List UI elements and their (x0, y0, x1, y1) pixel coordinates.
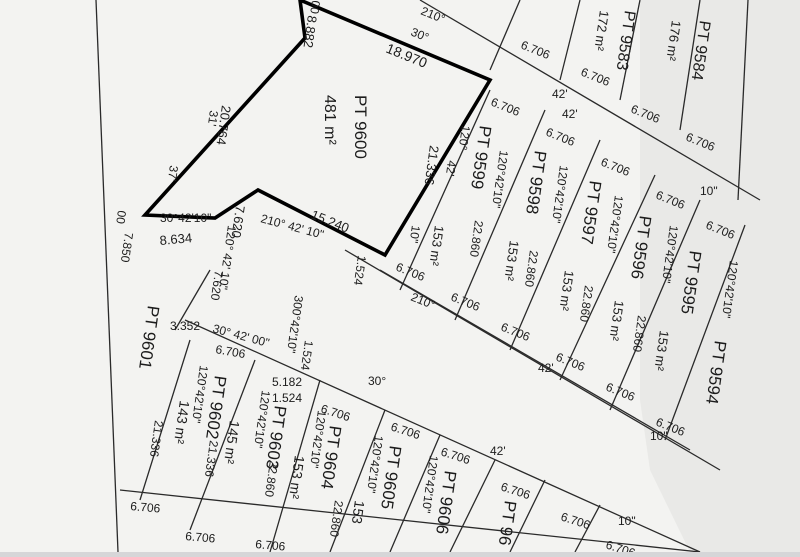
lot-9600-area: 481 m² (321, 95, 338, 145)
svg-text:22.860: 22.860 (577, 285, 596, 324)
svg-text:22.860: 22.860 (630, 315, 649, 354)
svg-text:00: 00 (113, 210, 129, 225)
lot-9600-arc-dim: 20.764 (213, 105, 233, 146)
svg-text:3.352: 3.352 (170, 319, 200, 333)
lot-9600-id: PT 9600 (351, 95, 370, 159)
svg-text:30°: 30° (368, 374, 386, 388)
svg-text:5.182: 5.182 (272, 375, 302, 389)
svg-text:31': 31' (205, 110, 221, 127)
lot-9600-inner-dim: 7.620 (228, 205, 247, 239)
upper-block-lines (344, 0, 761, 471)
svg-text:153 m²: 153 m² (426, 225, 447, 268)
svg-text:22.860: 22.860 (522, 250, 541, 289)
svg-text:22.860: 22.860 (262, 460, 281, 499)
lot-9600-corner-dim: 7.850 (118, 232, 136, 264)
svg-text:153 m²: 153 m² (556, 270, 577, 313)
lot-9600-right-dim: 21.336 (421, 145, 441, 186)
svg-text:120°: 120° (456, 125, 473, 152)
svg-text:6.706: 6.706 (185, 529, 216, 546)
svg-text:42': 42' (562, 107, 578, 121)
svg-text:42': 42' (552, 87, 568, 101)
svg-text:172 m²: 172 m² (591, 10, 612, 53)
svg-text:21.336: 21.336 (202, 440, 221, 479)
svg-text:143 m²: 143 m² (171, 400, 193, 446)
svg-text:6.706: 6.706 (255, 537, 286, 552)
svg-text:176 m²: 176 m² (663, 20, 684, 63)
svg-text:153 m²: 153 m² (651, 330, 672, 373)
svg-text:30°42'10": 30°42'10" (160, 211, 211, 225)
svg-text:6.706: 6.706 (130, 499, 161, 516)
left-margin-line (95, 0, 119, 553)
lot-9603[interactable]: PT 9603 145 m² 120°42'10" 21.336 (202, 390, 290, 479)
svg-text:1.524: 1.524 (298, 340, 316, 372)
svg-text:22.860: 22.860 (467, 220, 486, 259)
svg-text:42': 42' (443, 160, 459, 177)
svg-text:21.336: 21.336 (147, 420, 166, 459)
lower-block-lines (119, 269, 701, 553)
svg-text:1.524: 1.524 (351, 255, 369, 287)
svg-text:10": 10" (407, 225, 423, 244)
svg-text:37': 37' (165, 165, 181, 182)
svg-text:6.706: 6.706 (214, 342, 246, 361)
svg-text:153 m²: 153 m² (501, 240, 522, 283)
svg-text:1.524: 1.524 (272, 391, 302, 405)
svg-text:10": 10" (618, 514, 636, 528)
lower-lots: PT 9602 143 m² 120°42'10" 21.336 PT 9603… (147, 365, 520, 547)
lot-9600-short-dim: 8.882 (300, 15, 319, 49)
misc-dims: 3.352 5.182 1.524 1.524 1.524 7.620 00 0… (113, 0, 369, 405)
svg-text:10": 10" (650, 429, 668, 443)
lot-9600-base-dim: 8.634 (159, 230, 193, 248)
svg-text:42': 42' (538, 361, 554, 375)
right-margin-line (737, 0, 749, 201)
lot-9583[interactable]: PT 9583 172 m² (591, 9, 638, 71)
svg-text:00: 00 (307, 0, 323, 15)
svg-text:42': 42' (490, 444, 506, 458)
svg-text:153 m²: 153 m² (286, 455, 308, 501)
lot-9600-boundary[interactable] (141, 0, 493, 258)
svg-text:153: 153 (349, 500, 368, 526)
paper-shadow (640, 0, 800, 552)
svg-text:10": 10" (700, 184, 718, 198)
svg-text:145 m²: 145 m² (221, 420, 243, 466)
lot-9605[interactable]: PT 9605 153 120°42'10" 22.860 (327, 435, 405, 539)
svg-text:22.860: 22.860 (327, 500, 346, 539)
svg-text:7.620: 7.620 (208, 270, 226, 302)
svg-text:30°: 30° (409, 25, 431, 45)
svg-text:153 m²: 153 m² (606, 300, 627, 343)
